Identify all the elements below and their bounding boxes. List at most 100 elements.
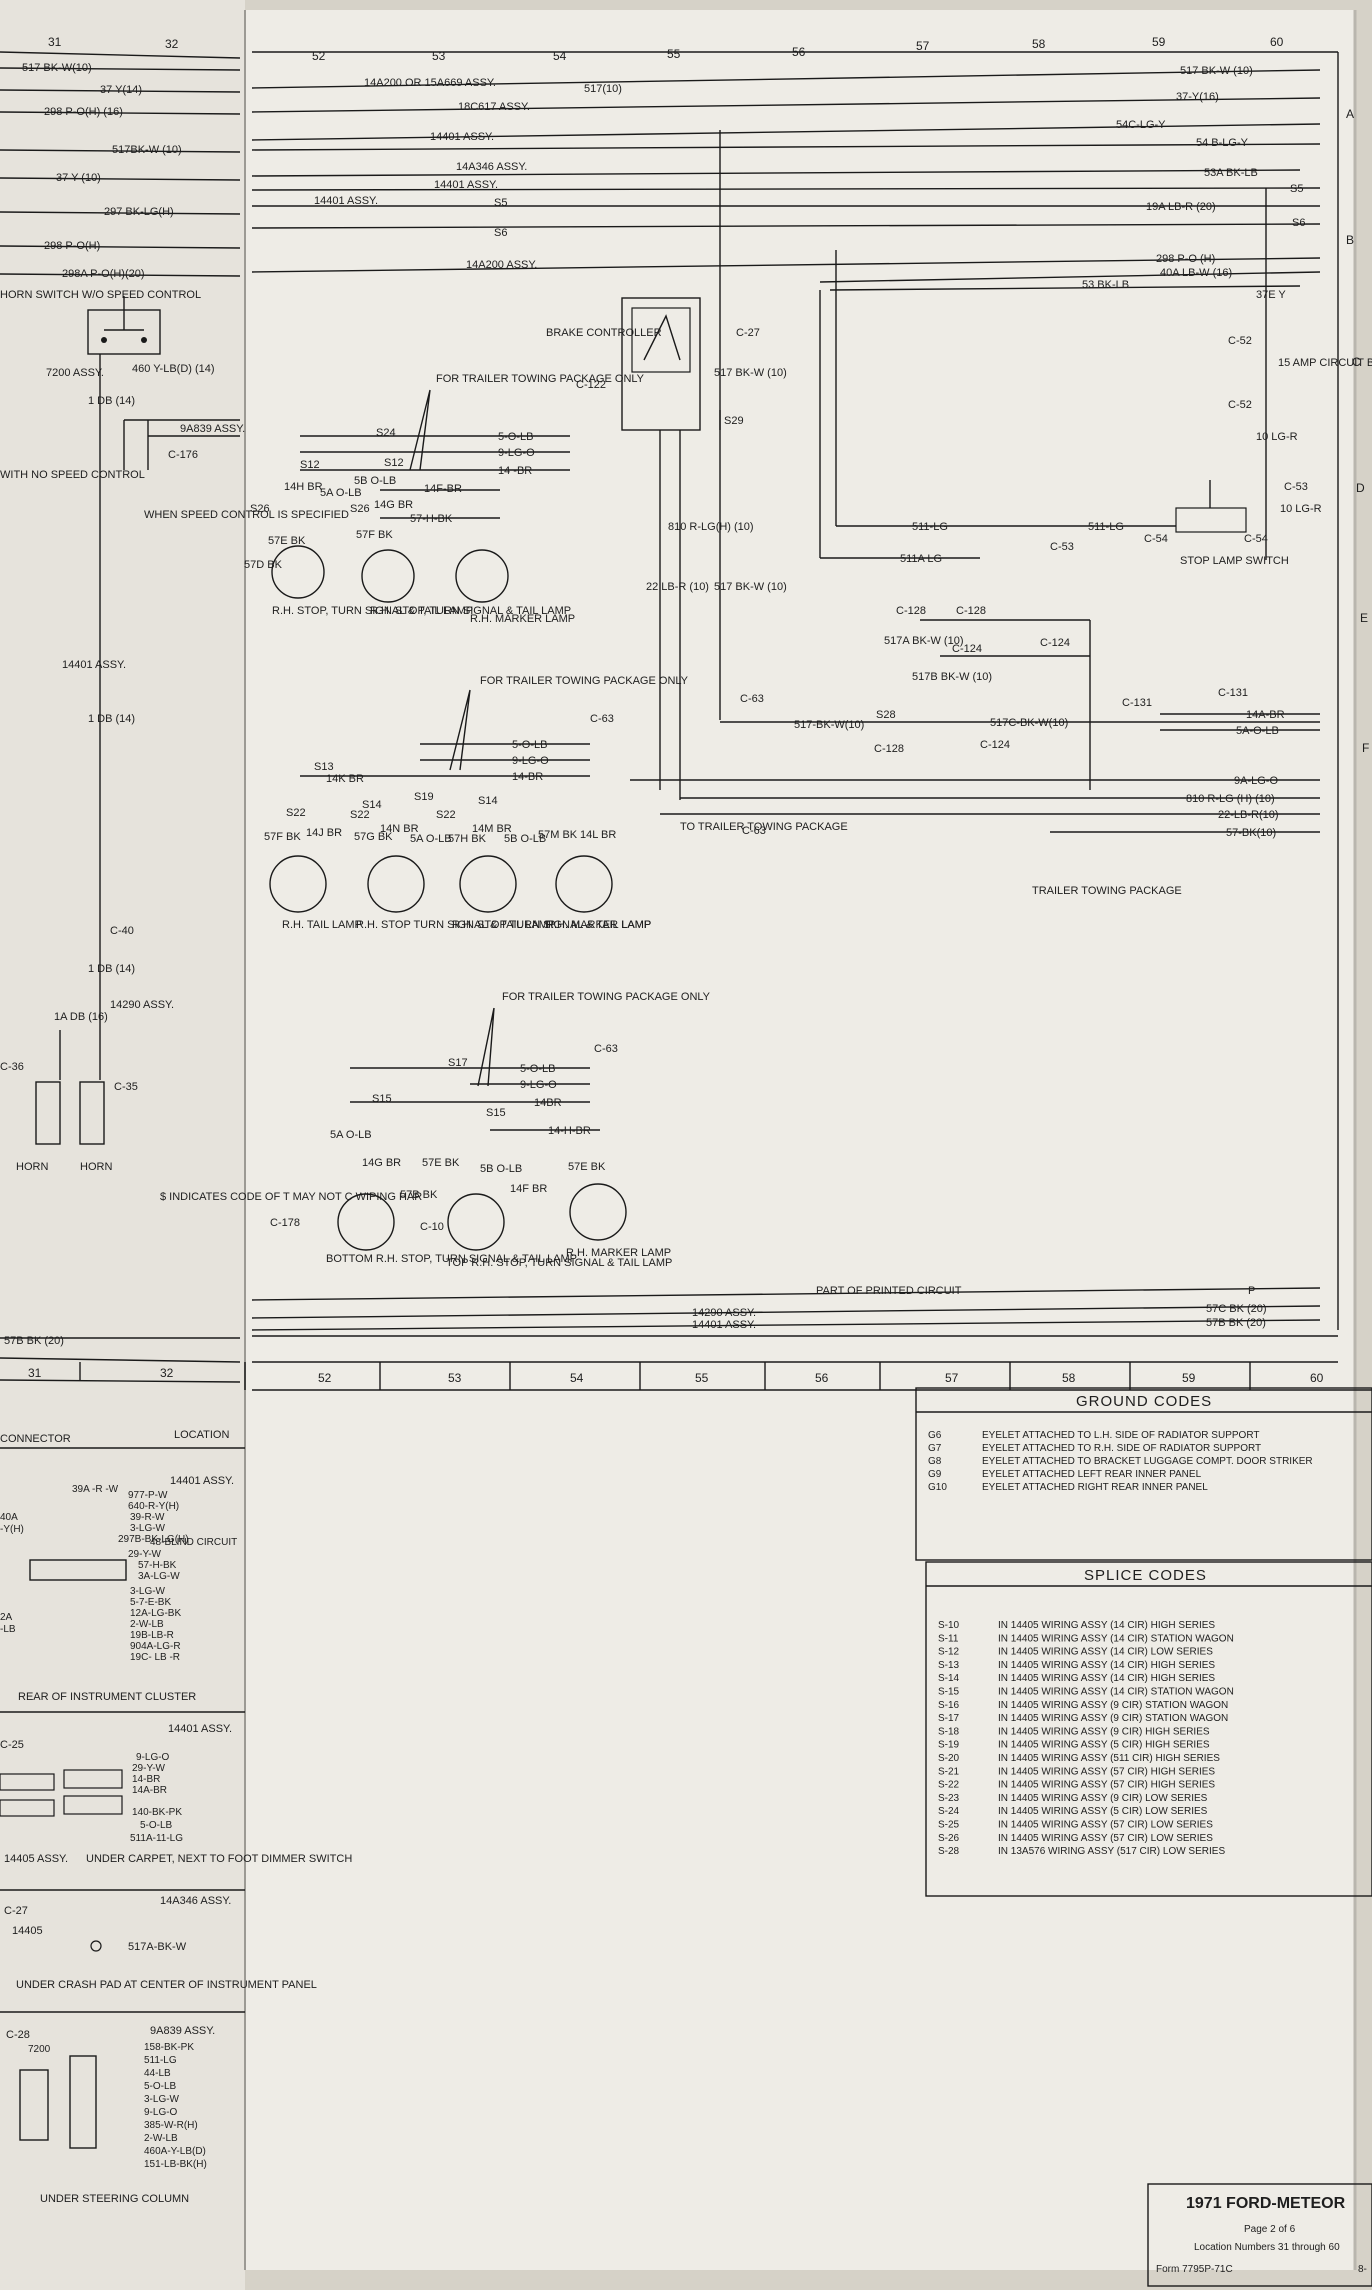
svg-text:40A: 40A bbox=[0, 1512, 18, 1523]
splice-description: IN 14405 WIRING ASSY (9 CIR) STATION WAG… bbox=[998, 1700, 1228, 1711]
svg-text:297 BK-LG(H): 297 BK-LG(H) bbox=[104, 206, 174, 218]
svg-text:C-10: C-10 bbox=[420, 1221, 444, 1233]
svg-text:S22: S22 bbox=[350, 809, 370, 821]
svg-text:WITH NO SPEED CONTROL: WITH NO SPEED CONTROL bbox=[0, 469, 145, 481]
col-number: 32 bbox=[160, 1366, 174, 1380]
svg-text:151-LB-BK(H): 151-LB-BK(H) bbox=[144, 2159, 207, 2170]
svg-text:57C BK (20): 57C BK (20) bbox=[1206, 1303, 1267, 1315]
svg-text:HORN SWITCH W/O SPEED CONTROL: HORN SWITCH W/O SPEED CONTROL bbox=[0, 289, 201, 301]
svg-text:FOR TRAILER TOWING PACKAGE ONL: FOR TRAILER TOWING PACKAGE ONLY bbox=[436, 373, 645, 385]
svg-text:5-7-E-BK: 5-7-E-BK bbox=[130, 1597, 171, 1608]
grid-top-numbers: 31 32 52 53 54 55 56 57 58 59 60 bbox=[48, 35, 1284, 63]
svg-text:REAR OF INSTRUMENT CLUSTER: REAR OF INSTRUMENT CLUSTER bbox=[18, 1691, 196, 1703]
svg-text:37 Y (10): 37 Y (10) bbox=[56, 172, 101, 184]
col-number: 31 bbox=[28, 1366, 42, 1380]
svg-text:STOP LAMP SWITCH: STOP LAMP SWITCH bbox=[1180, 555, 1289, 567]
svg-text:UNDER CARPET, NEXT TO FOOT DIM: UNDER CARPET, NEXT TO FOOT DIMMER SWITCH bbox=[86, 1853, 352, 1865]
svg-text:5-O-LB: 5-O-LB bbox=[512, 739, 547, 751]
svg-text:2-W-LB: 2-W-LB bbox=[144, 2133, 178, 2144]
circuit-breaker-area: 37E Y C-52 15 AMP CIRCUIT BREAKER C-52 1… bbox=[819, 188, 1372, 567]
splice-code: S-21 bbox=[938, 1766, 960, 1777]
svg-text:$ INDICATES CODE OF T MAY NOT: $ INDICATES CODE OF T MAY NOT C WIPING H… bbox=[160, 1191, 422, 1203]
svg-text:14F BR: 14F BR bbox=[510, 1183, 547, 1195]
svg-text:C-128: C-128 bbox=[956, 605, 986, 617]
svg-text:517BK-W (10): 517BK-W (10) bbox=[112, 144, 182, 156]
svg-text:517B BK-W (10): 517B BK-W (10) bbox=[912, 671, 992, 683]
splice-code: S-23 bbox=[938, 1793, 960, 1804]
svg-text:5-O-LB: 5-O-LB bbox=[144, 2081, 177, 2092]
splice-code: S-26 bbox=[938, 1833, 960, 1844]
splice-code: S-11 bbox=[938, 1633, 959, 1644]
svg-text:14290 ASSY.: 14290 ASSY. bbox=[692, 1307, 756, 1319]
svg-text:10 LG-R: 10 LG-R bbox=[1280, 503, 1322, 515]
svg-text:810 R-LG(H) (10): 810 R-LG(H) (10) bbox=[668, 521, 754, 533]
svg-text:9-LG-O: 9-LG-O bbox=[512, 755, 549, 767]
svg-text:14N BR: 14N BR bbox=[380, 823, 419, 835]
svg-text:5B O-LB: 5B O-LB bbox=[480, 1163, 522, 1175]
col-number: 52 bbox=[318, 1371, 332, 1385]
svg-text:C-40: C-40 bbox=[110, 925, 134, 937]
svg-text:22-LB-R(10): 22-LB-R(10) bbox=[1218, 809, 1279, 821]
svg-text:57-H-BK: 57-H-BK bbox=[410, 513, 453, 525]
splice-code: S-14 bbox=[938, 1673, 960, 1684]
svg-text:9-LG-O: 9-LG-O bbox=[498, 447, 535, 459]
svg-text:517 BK-W(10): 517 BK-W(10) bbox=[22, 62, 92, 74]
svg-text:517 BK-W (10): 517 BK-W (10) bbox=[714, 367, 787, 379]
svg-text:R.H. STOP, TURN SIGNAL & TAIL: R.H. STOP, TURN SIGNAL & TAIL LAMP bbox=[272, 605, 473, 617]
svg-text:19B-LB-R: 19B-LB-R bbox=[130, 1630, 174, 1641]
svg-text:S12: S12 bbox=[300, 459, 320, 471]
svg-text:57G BK: 57G BK bbox=[354, 831, 393, 843]
splice-code: S-15 bbox=[938, 1687, 960, 1698]
splice-description: IN 14405 WIRING ASSY (57 CIR) HIGH SERIE… bbox=[998, 1780, 1215, 1791]
svg-text:57E BK: 57E BK bbox=[268, 535, 306, 547]
top-bus-wires: 14A200 OR 15A669 ASSY. 517(10) 517 BK-W … bbox=[251, 65, 1321, 291]
svg-text:C-53: C-53 bbox=[1284, 481, 1308, 493]
svg-text:511-LG: 511-LG bbox=[144, 2055, 177, 2066]
splice-description: IN 14405 WIRING ASSY (14 CIR) HIGH SERIE… bbox=[998, 1673, 1215, 1684]
connector-location-table: CONNECTOR LOCATION 14401 ASSY. 39A -R -W… bbox=[0, 1429, 352, 2205]
svg-text:C-178: C-178 bbox=[270, 1217, 300, 1229]
svg-text:9-LG-O: 9-LG-O bbox=[520, 1079, 557, 1091]
svg-text:22 LB-R (10): 22 LB-R (10) bbox=[646, 581, 709, 593]
splice-description: IN 14405 WIRING ASSY (9 CIR) HIGH SERIES bbox=[998, 1726, 1210, 1737]
connector-c27: C-27 14A346 ASSY. 14405 517A-BK-W UNDER … bbox=[4, 1895, 317, 1991]
svg-text:14F-BR: 14F-BR bbox=[424, 483, 462, 495]
svg-text:C-63: C-63 bbox=[590, 713, 614, 725]
page-number: Page 2 of 6 bbox=[1244, 2224, 1296, 2235]
svg-text:977-P-W: 977-P-W bbox=[128, 1490, 168, 1501]
col-number: 32 bbox=[165, 37, 179, 51]
col-number: 59 bbox=[1152, 35, 1166, 49]
svg-text:54C-LG-Y: 54C-LG-Y bbox=[1116, 119, 1166, 131]
svg-text:57B BK (20): 57B BK (20) bbox=[1206, 1317, 1266, 1329]
splice-codes-table: SPLICE CODES bbox=[925, 1561, 1372, 1897]
svg-text:12A-LG-BK: 12A-LG-BK bbox=[130, 1608, 181, 1619]
svg-text:R.H. STOP TURN SIGNAL & TAIL L: R.H. STOP TURN SIGNAL & TAIL LAMP bbox=[356, 919, 555, 931]
svg-text:57F BK: 57F BK bbox=[264, 831, 301, 843]
svg-text:G6: G6 bbox=[928, 1430, 942, 1441]
grid-border bbox=[0, 51, 1372, 1391]
svg-text:14401 ASSY.: 14401 ASSY. bbox=[62, 659, 126, 671]
svg-text:511A LG: 511A LG bbox=[900, 553, 942, 565]
col-number: 53 bbox=[432, 49, 446, 63]
svg-text:10 LG-R: 10 LG-R bbox=[1256, 431, 1298, 443]
trailer-towing-connectors: C-128 C-128 C-124 C-124 517A BK-W (10) 5… bbox=[630, 605, 1320, 897]
svg-text:14H BR: 14H BR bbox=[284, 481, 323, 493]
splice-description: IN 14405 WIRING ASSY (57 CIR) LOW SERIES bbox=[998, 1833, 1213, 1844]
col-number: 60 bbox=[1270, 35, 1284, 49]
svg-text:39A -R -W: 39A -R -W bbox=[72, 1484, 119, 1495]
col-number: 54 bbox=[553, 49, 567, 63]
svg-text:37-Y(16): 37-Y(16) bbox=[1176, 91, 1219, 103]
svg-text:R.H. MARKER LAMP: R.H. MARKER LAMP bbox=[470, 613, 575, 625]
svg-text:C-35: C-35 bbox=[114, 1081, 138, 1093]
col-number: 58 bbox=[1062, 1371, 1076, 1385]
bottom-bus-wires: PART OF PRINTED CIRCUIT P 14290 ASSY. 14… bbox=[251, 1285, 1321, 1331]
svg-text:14401 ASSY.: 14401 ASSY. bbox=[168, 1723, 232, 1735]
svg-text:C-176: C-176 bbox=[168, 449, 198, 461]
svg-text:S15: S15 bbox=[372, 1093, 392, 1105]
svg-text:14 -BR: 14 -BR bbox=[498, 465, 532, 477]
svg-text:44-LB: 44-LB bbox=[144, 2068, 171, 2079]
svg-text:C: C bbox=[1352, 355, 1361, 369]
svg-text:1 DB (14): 1 DB (14) bbox=[88, 713, 135, 725]
svg-text:C-27: C-27 bbox=[736, 327, 760, 339]
svg-text:S15: S15 bbox=[486, 1107, 506, 1119]
